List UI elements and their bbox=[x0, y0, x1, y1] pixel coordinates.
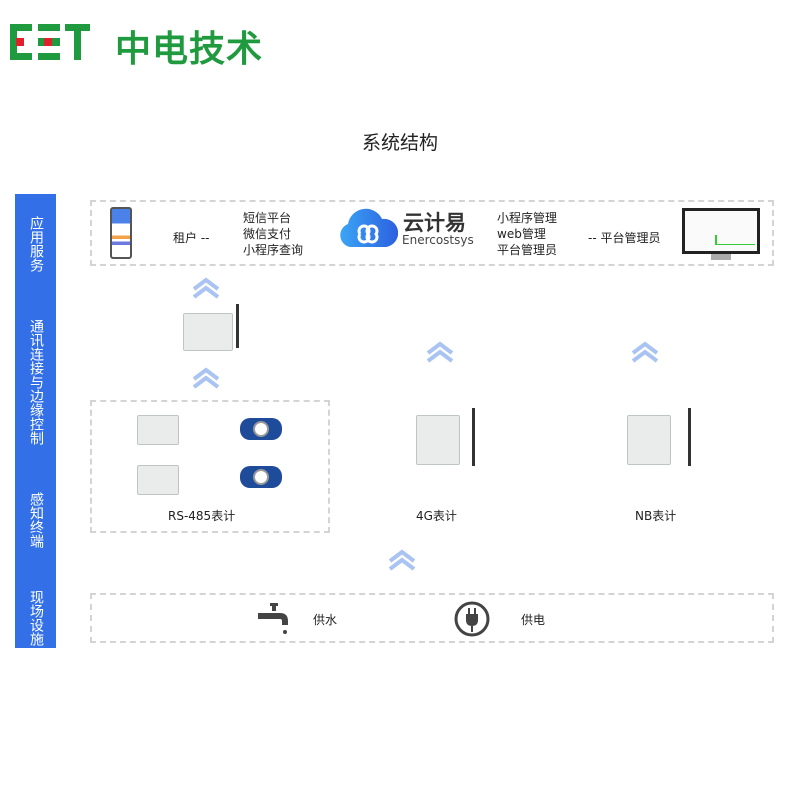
monitor-icon bbox=[682, 208, 760, 254]
rs485-box bbox=[90, 400, 330, 533]
admin-features: 小程序管理 web管理 平台管理员 bbox=[497, 210, 557, 258]
brand-cn: 云计易 bbox=[403, 211, 466, 235]
app-layer-box bbox=[90, 200, 774, 266]
layer-sidebar: 应用服务 通讯连接与边缘控制 感知终端 现场设施 bbox=[15, 194, 56, 648]
electric-meter-icon bbox=[137, 415, 179, 445]
water-label: 供水 bbox=[313, 613, 338, 627]
nb-meter-device bbox=[627, 415, 671, 465]
power-label: 供电 bbox=[521, 613, 546, 627]
up-arrows-icon bbox=[192, 368, 220, 389]
feature: 平台管理员 bbox=[497, 243, 558, 257]
monitor-stand bbox=[711, 254, 731, 260]
up-arrows-icon bbox=[192, 278, 220, 299]
up-arrows-icon bbox=[388, 550, 416, 571]
up-arrows-icon bbox=[426, 342, 454, 363]
company-name: 中电技术 bbox=[115, 29, 264, 70]
admin-label: -- 平台管理员 bbox=[588, 231, 661, 245]
feature: 小程序查询 bbox=[243, 243, 304, 257]
layer-terminal: 感知终端 bbox=[28, 492, 44, 548]
rs485-label: RS-485表计 bbox=[168, 509, 236, 523]
diagram-title: 系统结构 bbox=[361, 132, 438, 154]
water-meter-icon bbox=[240, 418, 282, 440]
4g-meter-device bbox=[416, 415, 460, 465]
electric-meter-icon bbox=[137, 465, 179, 495]
4g-label: 4G表计 bbox=[416, 509, 457, 523]
tenant-features: 短信平台 微信支付 小程序查询 bbox=[243, 210, 303, 258]
layer-app: 应用服务 bbox=[28, 216, 44, 272]
brand-en: Enercostsys bbox=[402, 233, 474, 247]
phone-icon bbox=[110, 207, 132, 259]
layer-comm: 通讯连接与边缘控制 bbox=[28, 319, 44, 445]
feature: 小程序管理 bbox=[497, 211, 558, 225]
cloud-icon bbox=[340, 208, 398, 247]
tenant-label: 租户 -- bbox=[173, 231, 210, 245]
power-plug-icon bbox=[454, 601, 490, 637]
gateway-device bbox=[183, 313, 233, 351]
antenna-icon bbox=[472, 408, 475, 466]
layer-facility: 现场设施 bbox=[28, 590, 44, 646]
up-arrows-icon bbox=[631, 342, 659, 363]
feature: 微信支付 bbox=[243, 227, 292, 241]
water-meter-icon bbox=[240, 466, 282, 488]
antenna-icon bbox=[688, 408, 691, 466]
feature: 短信平台 bbox=[243, 211, 292, 225]
nb-label: NB表计 bbox=[635, 509, 677, 523]
facility-box bbox=[90, 593, 774, 643]
cet-logo bbox=[10, 24, 90, 60]
antenna-icon bbox=[236, 304, 239, 348]
feature: web管理 bbox=[497, 227, 546, 241]
water-tap-icon bbox=[258, 603, 288, 634]
